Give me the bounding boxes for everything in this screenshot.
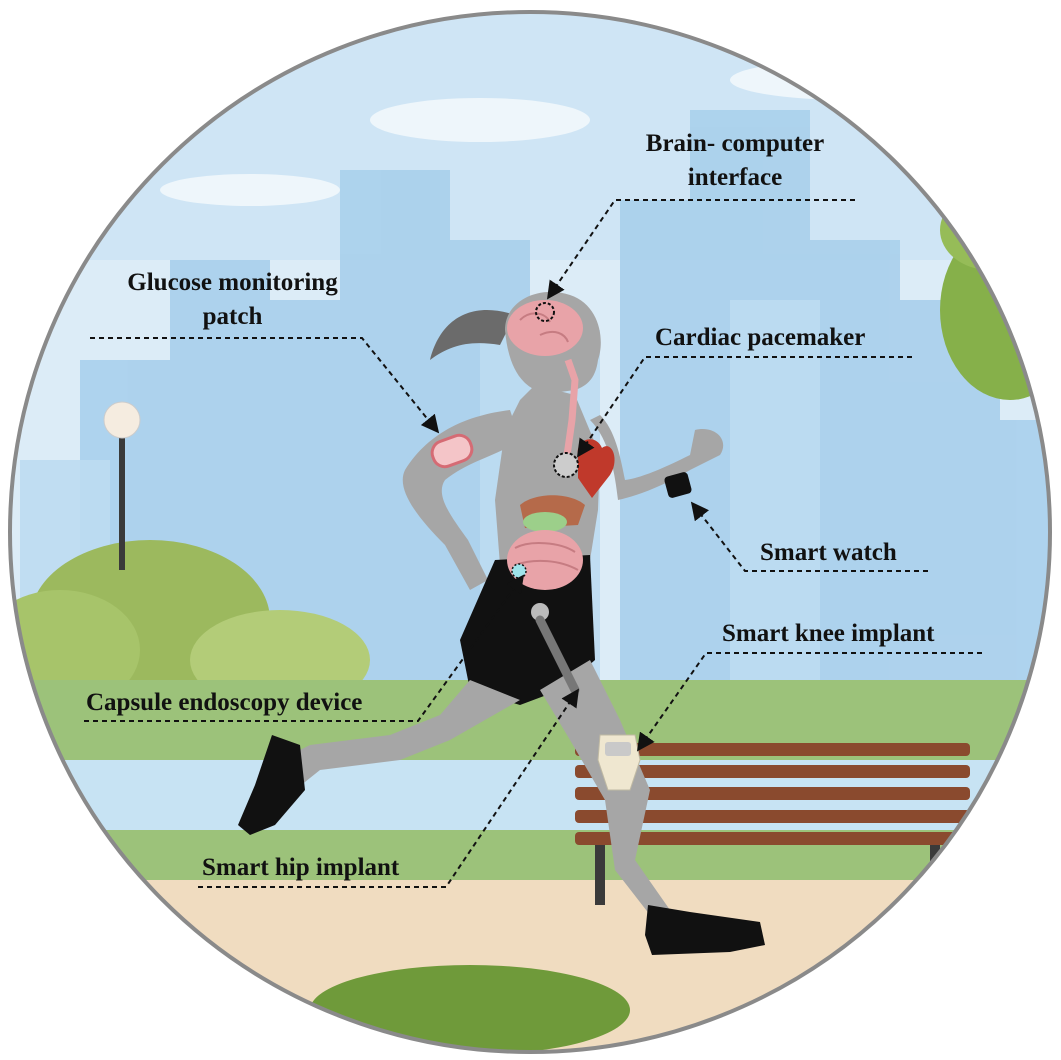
brain-icon [507,300,583,356]
label-smart-hip-implant: Smart hip implant [202,851,399,885]
label-glucose-monitoring-patch: Glucose monitoring patch [95,266,370,334]
label-bci-line2: interface [600,161,870,195]
label-cardiac-pacemaker: Cardiac pacemaker [655,321,865,355]
label-glucose-line1: Glucose monitoring [95,266,370,300]
label-capsule-endoscopy-device: Capsule endoscopy device [86,686,362,720]
pacemaker-icon [554,453,578,477]
label-brain-computer-interface: Brain- computer interface [600,127,870,195]
label-smart-watch: Smart watch [760,536,897,570]
label-smart-knee-implant: Smart knee implant [722,617,935,651]
label-glucose-line2: patch [95,300,370,334]
label-bci-line1: Brain- computer [600,127,870,161]
capsule-icon [512,564,526,578]
